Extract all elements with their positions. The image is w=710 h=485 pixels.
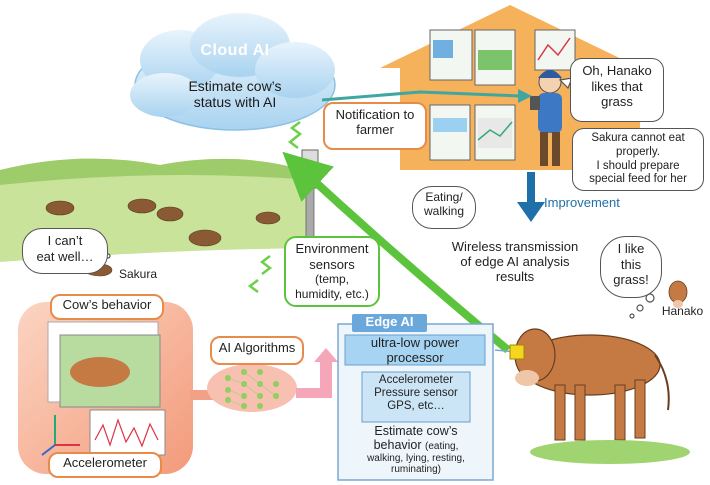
cloud-title: Cloud AI xyxy=(200,42,270,59)
notification-line2: farmer xyxy=(356,121,394,137)
improvement-label: Improvement xyxy=(544,195,620,210)
env-line4: humidity, etc.) xyxy=(295,286,369,301)
estimate-line4: ruminating) xyxy=(390,464,442,476)
hanako-name: Hanako xyxy=(661,304,704,318)
sakura-thought-line1: I can’t xyxy=(47,233,83,248)
cow-behavior-panel xyxy=(18,302,193,474)
cloud-text-line1: Estimate cow’s xyxy=(188,78,282,94)
environment-sensors-box: Environment sensors (temp, humidity, etc… xyxy=(284,236,380,307)
hanako-cow xyxy=(509,328,690,464)
edge-ai-title: Edge AI xyxy=(365,314,414,329)
env-line1: Environment xyxy=(295,241,369,256)
estimate-line1: Estimate cow’s xyxy=(374,424,458,438)
wireless-signals xyxy=(247,121,303,293)
estimate-line2-wrap: behavior (eating, xyxy=(340,438,492,453)
ai-algorithms-blob xyxy=(207,364,297,412)
farmer-note-bubble: Sakura cannot eat properly. I should pre… xyxy=(572,128,704,191)
farmer-speech-line3: grass xyxy=(601,94,633,110)
farmer-speech-line2: likes that xyxy=(591,78,643,94)
estimate-behavior-text: Estimate cow’s behavior (eating, walking… xyxy=(340,424,492,476)
cloud-text: Estimate cow’s status with AI xyxy=(160,78,310,110)
farmer-speech-bubble: Oh, Hanako likes that grass xyxy=(570,58,664,122)
eating-walking-line2: walking xyxy=(423,204,465,219)
processor-text: ultra-low power processor xyxy=(345,335,485,366)
hanako-thought-bubble: I like this grass! xyxy=(600,236,662,298)
farmer-note-line3: I should prepare xyxy=(596,159,680,172)
notification-line1: Notification to xyxy=(335,107,415,122)
hanako-thought-line3: grass! xyxy=(613,272,649,288)
farmer-note-line4: special feed for her xyxy=(589,173,687,186)
processor-line2: processor xyxy=(386,349,444,365)
pink-arrow xyxy=(296,348,338,398)
eating-walking-line1: Eating/ xyxy=(425,190,463,204)
improvement-arrow xyxy=(517,172,545,222)
edge-sensors-line2: Pressure sensor xyxy=(374,387,458,400)
wireless-line2: of edge AI analysis xyxy=(460,253,570,269)
wireless-line3: results xyxy=(495,268,535,284)
wireless-line1: Wireless transmission xyxy=(451,239,579,254)
hanako-small-cow xyxy=(668,280,688,308)
edge-sensors-text: Accelerometer Pressure sensor GPS, etc… xyxy=(362,374,470,414)
sakura-name: Sakura xyxy=(118,267,158,281)
accelerometer-label: Accelerometer xyxy=(48,452,162,478)
processor-line1: ultra-low power xyxy=(370,335,460,350)
sakura-thought-line2: eat well… xyxy=(36,248,94,264)
edge-sensors-line1: Accelerometer xyxy=(378,374,454,386)
env-line3: (temp, xyxy=(314,272,349,287)
farmer-house xyxy=(380,5,640,170)
farmer-speech-line1: Oh, Hanako xyxy=(582,63,652,78)
cow-behavior-label: Cow’s behavior xyxy=(50,294,164,320)
estimate-line3: walking, lying, resting, xyxy=(367,452,465,464)
env-line2: sensors xyxy=(309,256,355,272)
sakura-thought-bubble: I can’t eat well… xyxy=(22,228,108,274)
estimate-line2b: (eating, xyxy=(425,441,459,453)
farmer-note-line2: properly. xyxy=(616,145,660,158)
farmer-figure xyxy=(530,70,562,166)
hanako-thought-line1: I like xyxy=(617,241,645,256)
cloud-shape xyxy=(130,13,336,131)
eating-walking-bubble: Eating/ walking xyxy=(412,186,476,229)
ai-algorithms-label: AI Algorithms xyxy=(210,336,304,365)
farmer-note-line1: Sakura cannot eat xyxy=(591,132,685,144)
edge-sensors-line3: GPS, etc… xyxy=(387,400,445,413)
estimate-line2: behavior xyxy=(373,438,422,453)
wireless-transmission-text: Wireless transmission of edge AI analysi… xyxy=(440,239,590,285)
hanako-thought-line2: this xyxy=(620,256,642,272)
notification-box: Notification to farmer xyxy=(323,102,427,150)
cloud-text-line2: status with AI xyxy=(193,94,277,111)
edge-ai-box xyxy=(337,314,494,481)
